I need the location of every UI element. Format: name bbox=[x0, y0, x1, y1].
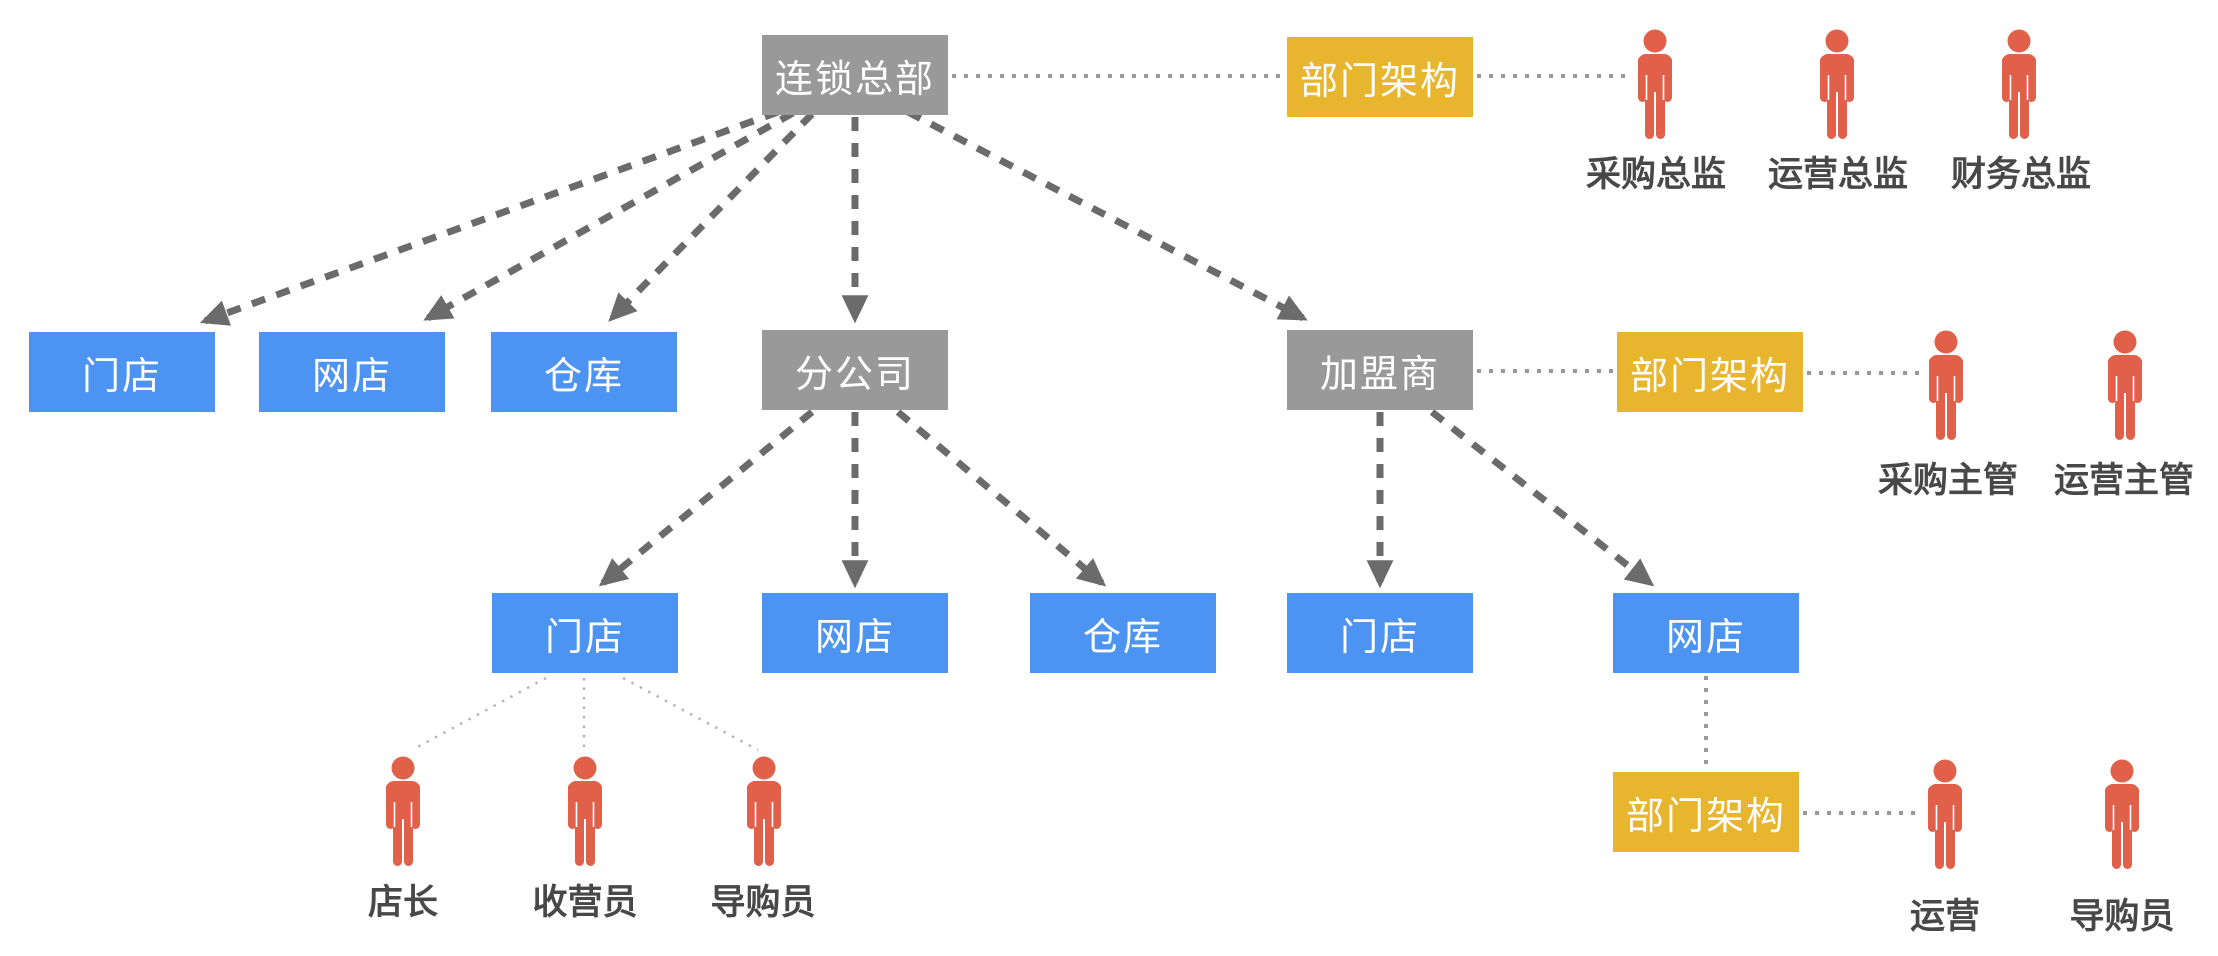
edge-hq-store bbox=[199, 108, 780, 326]
person-icon-operations-director[interactable] bbox=[1819, 29, 1855, 140]
edge-hq-franchise bbox=[906, 108, 1308, 322]
edge-hq-warehouse bbox=[608, 111, 815, 322]
node-dept-hq[interactable]: 部门架构 bbox=[1287, 37, 1473, 117]
label-purchasing-supervisor: 采购主管 bbox=[1877, 461, 2019, 500]
person-icon-store-manager[interactable] bbox=[385, 756, 421, 867]
node-online-branch[interactable]: 网店 bbox=[762, 593, 948, 673]
node-store-franchise[interactable]: 门店 bbox=[1287, 593, 1473, 673]
node-warehouse-hq[interactable]: 仓库 bbox=[491, 332, 677, 412]
link-store-guide bbox=[622, 676, 759, 752]
dashed-arrows bbox=[199, 108, 1655, 589]
person-icon-shopping-guide[interactable] bbox=[746, 756, 782, 867]
node-dept-franchise[interactable]: 部门架构 bbox=[1617, 332, 1803, 412]
label-operations: 运营 bbox=[1909, 897, 1981, 936]
label-cashier: 收营员 bbox=[532, 883, 638, 922]
label-online-guide: 导购员 bbox=[2069, 897, 2175, 936]
node-warehouse-branch[interactable]: 仓库 bbox=[1030, 593, 1216, 673]
label-operations-supervisor: 运营主管 bbox=[2053, 461, 2195, 500]
node-store-hq[interactable]: 门店 bbox=[29, 332, 215, 412]
node-franchise[interactable]: 加盟商 bbox=[1287, 330, 1473, 410]
label-finance-director: 财务总监 bbox=[1950, 155, 2092, 194]
node-hq[interactable]: 连锁总部 bbox=[762, 35, 948, 115]
edge-branch-warehouse bbox=[895, 409, 1107, 587]
person-icon-operations-supervisor[interactable] bbox=[2107, 330, 2143, 441]
person-icon-finance-director[interactable] bbox=[2001, 29, 2037, 140]
label-shopping-guide: 导购员 bbox=[710, 883, 816, 922]
label-purchasing-director: 采购总监 bbox=[1585, 155, 1727, 194]
node-store-branch[interactable]: 门店 bbox=[492, 593, 678, 673]
edge-franchise-online bbox=[1429, 409, 1655, 587]
person-icon-purchasing-supervisor[interactable] bbox=[1928, 330, 1964, 441]
person-icon-operations[interactable] bbox=[1927, 759, 1963, 870]
link-store-manager bbox=[411, 676, 547, 752]
person-icon-purchasing-director[interactable] bbox=[1637, 29, 1673, 140]
person-icon-cashier[interactable] bbox=[567, 756, 603, 867]
node-online-franchise[interactable]: 网店 bbox=[1613, 593, 1799, 673]
edge-branch-store bbox=[598, 409, 815, 587]
label-operations-director: 运营总监 bbox=[1767, 155, 1909, 194]
node-branch[interactable]: 分公司 bbox=[762, 330, 948, 410]
person-icon-online-guide[interactable] bbox=[2104, 759, 2140, 870]
edge-hq-online bbox=[423, 109, 795, 322]
label-store-manager: 店长 bbox=[367, 883, 439, 922]
dotted-links bbox=[952, 74, 1925, 815]
node-dept-online[interactable]: 部门架构 bbox=[1613, 772, 1799, 852]
node-online-hq[interactable]: 网店 bbox=[259, 332, 445, 412]
fine-dotted-links bbox=[411, 676, 759, 752]
